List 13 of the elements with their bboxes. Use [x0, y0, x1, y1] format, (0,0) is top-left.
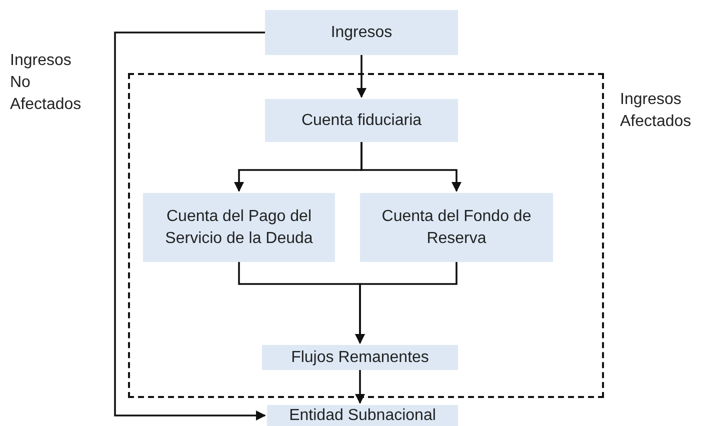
arrow [355, 370, 365, 404]
process-box: Cuenta del Fondo de Reserva [360, 193, 553, 262]
arrow [114, 32, 266, 420]
process-box: Cuenta del Pago del Servicio de la Deuda [143, 193, 335, 262]
process-box: Flujos Remanentes [262, 345, 458, 370]
arrow [355, 262, 458, 344]
process-box: Ingresos [265, 10, 458, 55]
arrow [356, 55, 366, 98]
group-heading: Ingresos Afectados [620, 90, 692, 132]
arrow [360, 142, 462, 192]
process-box: Cuenta fiduciaria [265, 99, 458, 142]
side-label: Ingresos No Afectados [10, 51, 82, 115]
process-box: Entidad Subnacional [267, 405, 458, 426]
